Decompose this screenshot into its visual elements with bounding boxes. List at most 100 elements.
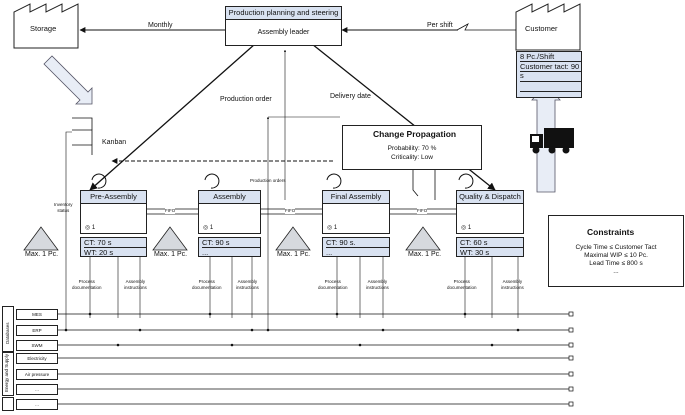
inventory-triangles — [23, 226, 441, 251]
process-data-box: CT: 60 s WT: 30 s — [456, 237, 524, 257]
per-shift-flow-line — [456, 23, 516, 31]
change-criticality: Criticality: Low — [391, 154, 433, 161]
bus-terminals — [568, 311, 574, 407]
fifo-label: FIFO — [285, 208, 296, 214]
kanban-label: Kanban — [102, 139, 127, 146]
delivery-date-label: Delivery date — [330, 93, 371, 100]
documentation-lines — [89, 256, 519, 318]
constraints-title: Constraints — [587, 227, 635, 237]
storage-label: Storage — [30, 24, 57, 33]
energy-group-label: Energy and Supply — [4, 353, 9, 392]
customer-row-1: 8 Pc./Shift — [520, 52, 581, 62]
constraint-line: Maximal WIP ≤ 10 Pc. — [584, 252, 648, 259]
inventory-status-line — [65, 131, 72, 330]
process-documentation-label: Process documentation — [72, 279, 102, 290]
bus-row-electricity: Electricity — [16, 353, 58, 364]
planning-title: Production planning and steering — [226, 7, 341, 20]
bus-row-other: ... — [16, 384, 58, 395]
bus-lines — [47, 313, 570, 405]
customer-row-2: Customer tact: 90 s — [520, 62, 581, 80]
process-title: Assembly — [199, 191, 260, 204]
bus-row-mes: MES — [16, 309, 58, 320]
process-data-box: CT: 90 s. ... — [322, 237, 390, 257]
process-quality-dispatch[interactable]: Quality & Dispatch ◎ 1 — [456, 190, 524, 234]
constraint-line: Lead Time ≤ 800 s — [589, 260, 643, 267]
process-pre-assembly[interactable]: Pre-Assembly ◎ 1 — [80, 190, 147, 234]
cycle-time: CT: 90 s. — [326, 238, 389, 248]
fifo-label: FIFO — [165, 208, 176, 214]
production-order-label: Production order — [220, 96, 272, 103]
customer-label: Customer — [525, 24, 558, 33]
planning-box[interactable]: Production planning and steering Assembl… — [225, 6, 342, 46]
change-propagation-box[interactable]: Change Propagation Probability: 70 % Cri… — [342, 125, 482, 170]
operator-value: 1 — [333, 225, 338, 231]
process-assembly[interactable]: Assembly ◎ 1 — [198, 190, 261, 234]
inventory-limit: Max. 1 Pc. — [154, 251, 188, 258]
inventory-status-label: Inventory status — [54, 202, 73, 213]
constraint-line: ... — [613, 268, 619, 275]
bus-row-other: ... — [16, 399, 58, 410]
change-propagation-title: Change Propagation — [373, 129, 457, 139]
kanban-post-icon — [72, 117, 93, 155]
databases-group-label: Databases — [5, 322, 10, 344]
truck-icon — [530, 128, 574, 154]
customer-row-5 — [520, 92, 581, 101]
customer-row-3 — [520, 72, 581, 82]
customer-row-4 — [520, 82, 581, 92]
fifo-label: FIFO — [417, 208, 428, 214]
wait-time: ... — [326, 248, 333, 257]
operator-count: ◎ 1 — [327, 225, 338, 231]
inventory-limit: Max. 1 Pc. — [25, 251, 59, 258]
cycle-arrow-icon — [91, 173, 474, 189]
fifo-lanes — [147, 208, 456, 215]
process-data-box: CT: 90 s ... — [198, 237, 261, 257]
customer-factory-icon — [515, 3, 581, 51]
process-documentation-label: Process documentation — [447, 279, 477, 290]
bus-junctions — [64, 312, 520, 347]
operator-value: 1 — [209, 225, 214, 231]
constraint-line: Cycle Time ≤ Customer Tact — [575, 244, 657, 251]
production-orders-label: Production orders — [250, 178, 286, 183]
process-title: Final Assembly — [323, 191, 389, 204]
supply-hollow-arrow-icon — [43, 55, 93, 105]
energy-group — [2, 352, 14, 396]
misc-group — [2, 397, 14, 411]
inventory-limit: Max. 1 Pc. — [277, 251, 311, 258]
assembly-instructions-label: Assembly instructions — [236, 279, 259, 290]
wait-time: ... — [202, 248, 209, 257]
wait-time: WT: 30 s — [460, 248, 490, 257]
process-documentation-label: Process documentation — [318, 279, 348, 290]
wait-time: WT: 20 s — [84, 248, 114, 257]
operator-value: 1 — [467, 225, 472, 231]
process-title: Quality & Dispatch — [457, 191, 523, 204]
assembly-instructions-label: Assembly instructions — [366, 279, 389, 290]
change-probability: Probability: 70 % — [387, 145, 437, 152]
operator-value: 1 — [91, 225, 96, 231]
inventory-limit: Max. 1 Pc. — [408, 251, 442, 258]
operator-count: ◎ 1 — [85, 225, 96, 231]
assembly-instructions-label: Assembly instructions — [124, 279, 147, 290]
customer-data-box: 8 Pc./Shift Customer tact: 90 s — [516, 51, 582, 98]
bus-row-swm: SWM — [16, 340, 58, 351]
process-final-assembly[interactable]: Final Assembly ◎ 1 — [322, 190, 390, 234]
bus-row-erp: ERP — [16, 325, 58, 336]
process-data-box: CT: 70 s WT: 20 s — [80, 237, 147, 257]
databases-group — [2, 306, 14, 352]
monthly-label: Monthly — [148, 22, 173, 29]
change-link-line — [412, 170, 419, 197]
assembly-instructions-label: Assembly instructions — [501, 279, 524, 290]
cycle-time: CT: 90 s — [202, 238, 260, 248]
constraints-box[interactable]: Constraints Cycle Time ≤ Customer Tact M… — [548, 215, 684, 287]
bus-row-air-pressure: Air pressure — [16, 369, 58, 380]
constraints-list: Cycle Time ≤ Customer Tact Maximal WIP ≤… — [549, 244, 683, 276]
cycle-time: CT: 60 s — [460, 238, 523, 248]
production-order-line — [89, 43, 256, 191]
process-title: Pre-Assembly — [81, 191, 146, 204]
operator-count: ◎ 1 — [203, 225, 214, 231]
operator-count: ◎ 1 — [461, 225, 472, 231]
planning-subtitle: Assembly leader — [257, 29, 310, 36]
per-shift-label: Per shift — [427, 22, 453, 29]
cycle-time: CT: 70 s — [84, 238, 146, 248]
storage-factory-icon — [13, 3, 79, 49]
process-documentation-label: Process documentation — [192, 279, 222, 290]
